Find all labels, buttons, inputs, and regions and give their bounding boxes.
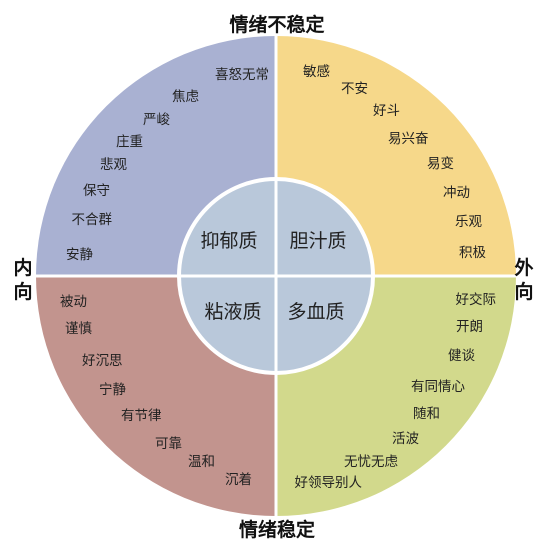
trait-label: 喜怒无常 bbox=[215, 67, 269, 83]
trait-label: 冲动 bbox=[443, 185, 470, 201]
trait-label: 有同情心 bbox=[411, 379, 465, 395]
trait-label: 可靠 bbox=[155, 436, 182, 452]
trait-label: 易变 bbox=[427, 156, 454, 172]
trait-label: 好斗 bbox=[373, 103, 400, 119]
trait-label: 无忧无虑 bbox=[344, 454, 398, 470]
trait-label: 不安 bbox=[341, 81, 368, 97]
trait-label: 安静 bbox=[66, 247, 93, 263]
trait-label: 乐观 bbox=[455, 214, 482, 230]
trait-label: 不合群 bbox=[72, 212, 113, 228]
trait-label: 好沉思 bbox=[82, 353, 123, 369]
emotion-stable-label: 情绪稳定 bbox=[238, 519, 315, 541]
temperament-top-right: 胆汁质 bbox=[289, 230, 346, 252]
trait-label: 健谈 bbox=[448, 348, 475, 364]
temperament-bottom-right: 多血质 bbox=[287, 301, 344, 323]
trait-label: 庄重 bbox=[116, 133, 143, 150]
trait-label: 易兴奋 bbox=[388, 131, 429, 147]
trait-label: 有节律 bbox=[121, 408, 162, 424]
trait-label: 宁静 bbox=[99, 381, 126, 398]
trait-label: 谨慎 bbox=[65, 321, 92, 337]
emotion-unstable-label: 情绪不稳定 bbox=[229, 14, 325, 36]
temperament-top-left: 抑郁质 bbox=[200, 230, 257, 252]
introvert-label: 内向 bbox=[13, 257, 33, 303]
trait-label: 好交际 bbox=[456, 291, 497, 308]
trait-label: 好领导别人 bbox=[295, 475, 363, 491]
trait-label: 被动 bbox=[60, 294, 87, 310]
trait-label: 敏感 bbox=[303, 63, 330, 80]
trait-label: 悲观 bbox=[100, 156, 127, 173]
trait-label: 温和 bbox=[188, 454, 215, 470]
extrovert-label: 外向 bbox=[514, 257, 534, 303]
trait-label: 开朗 bbox=[456, 319, 483, 335]
trait-label: 保守 bbox=[83, 183, 110, 199]
trait-label: 积极 bbox=[459, 245, 486, 261]
trait-label: 沉着 bbox=[225, 471, 252, 488]
trait-label: 严峻 bbox=[143, 112, 170, 128]
trait-label: 焦虑 bbox=[172, 89, 199, 105]
temperament-bottom-left: 粘液质 bbox=[204, 301, 261, 323]
trait-label: 活波 bbox=[392, 431, 419, 447]
trait-label: 随和 bbox=[413, 406, 440, 422]
